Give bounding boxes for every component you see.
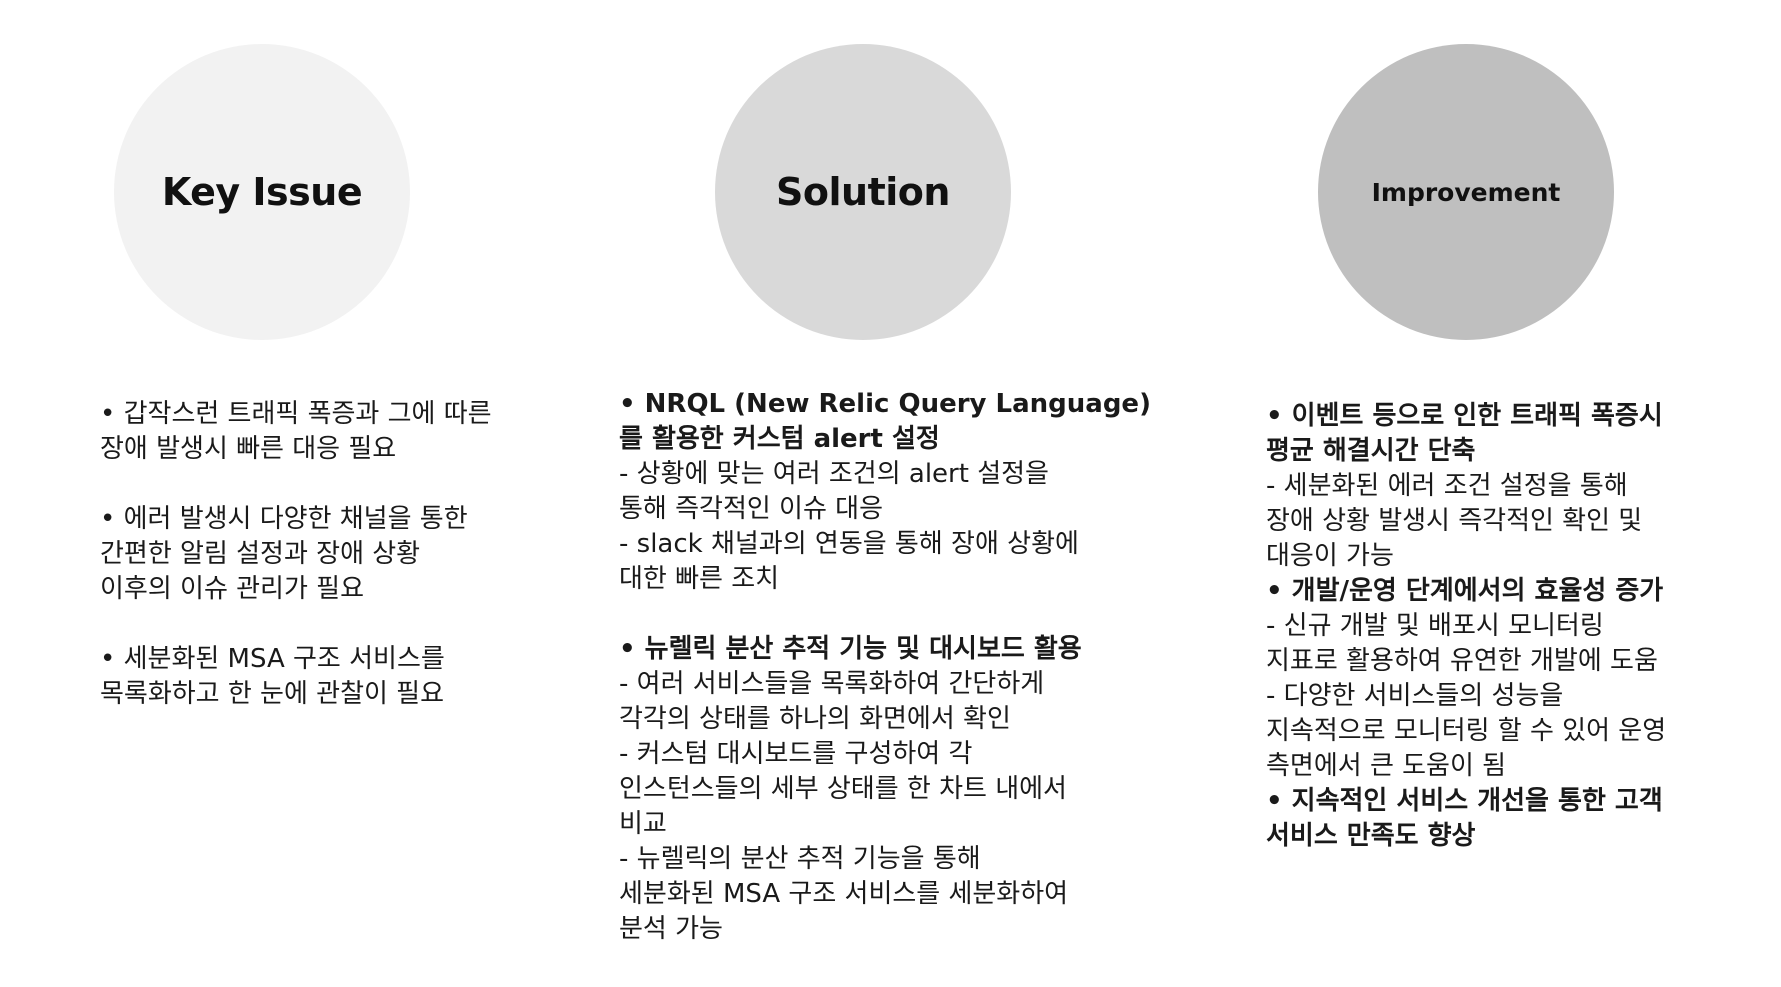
improvement-heading-2-line-1: • 개발/운영 단계에서의 효율성 증가 [1266,576,1664,606]
key-issue-point-1: • 갑작스런 트래픽 폭증과 그에 따른 장애 발생시 빠른 대응 필요 [100,397,540,467]
solution-heading-2: • 뉴렐릭 분산 추적 기능 및 대시보드 활용 [619,632,1139,667]
solution-heading-1-line-1: • NRQL (New Relic Query Language) [619,389,1151,419]
improvement-detail-1-line-3: 대응이 가능 [1266,541,1394,571]
key-issue-title: Key Issue [161,170,363,214]
solution-detail-2-line-8: 분석 가능 [619,914,723,944]
improvement-heading-1-line-1: • 이벤트 등으로 인한 트래픽 폭증시 [1266,401,1663,431]
improvement-detail-1-line-1: - 세분화된 에러 조건 설정을 통해 [1266,471,1628,501]
key-issue-circle: Key Issue [114,44,410,340]
improvement-detail-2-line-3: - 다양한 서비스들의 성능을 [1266,681,1564,711]
key-issue-point-1-line-1: • 갑작스런 트래픽 폭증과 그에 따른 [100,399,492,429]
solution-detail-2-line-3: - 커스텀 대시보드를 구성하여 각 [619,739,973,769]
solution-detail-2-line-2: 각각의 상태를 하나의 화면에서 확인 [619,704,1011,734]
solution-detail-2-line-6: - 뉴렐릭의 분산 추적 기능을 통해 [619,844,981,874]
solution-heading-1-line-2: 를 활용한 커스텀 alert 설정 [619,424,940,454]
improvement-column: • 이벤트 등으로 인한 트래픽 폭증시 평균 해결시간 단축 - 세분화된 에… [1266,399,1726,854]
solution-title: Solution [776,170,950,214]
solution-detail-2-line-7: 세분화된 MSA 구조 서비스를 세분화하여 [619,879,1069,909]
solution-detail-1-line-2: 통해 즉각적인 이슈 대응 [619,494,883,524]
solution-heading-2-line-1: • 뉴렐릭 분산 추적 기능 및 대시보드 활용 [619,634,1082,664]
improvement-detail-1: - 세분화된 에러 조건 설정을 통해 장애 상황 발생시 즉각적인 확인 및 … [1266,469,1726,574]
improvement-heading-1-line-2: 평균 해결시간 단축 [1266,436,1476,466]
improvement-title: Improvement [1371,177,1561,207]
solution-detail-2-line-1: - 여러 서비스들을 목록화하여 간단하게 [619,669,1045,699]
key-issue-column: • 갑작스런 트래픽 폭증과 그에 따른 장애 발생시 빠른 대응 필요 • 에… [100,397,540,712]
improvement-detail-2-line-1: - 신규 개발 및 배포시 모니터링 [1266,611,1604,641]
improvement-heading-1: • 이벤트 등으로 인한 트래픽 폭증시 평균 해결시간 단축 [1266,399,1726,469]
improvement-detail-2-line-2: 지표로 활용하여 유연한 개발에 도움 [1266,646,1658,676]
improvement-circle: Improvement [1318,44,1614,340]
key-issue-point-3: • 세분화된 MSA 구조 서비스를 목록화하고 한 눈에 관찰이 필요 [100,642,540,712]
improvement-detail-2: - 신규 개발 및 배포시 모니터링 지표로 활용하여 유연한 개발에 도움 -… [1266,609,1726,784]
improvement-detail-1-line-2: 장애 상황 발생시 즉각적인 확인 및 [1266,506,1643,536]
key-issue-point-3-line-1: • 세분화된 MSA 구조 서비스를 [100,644,445,674]
key-issue-point-1-line-2: 장애 발생시 빠른 대응 필요 [100,434,397,464]
solution-circle: Solution [715,44,1011,340]
solution-detail-1-line-3: - slack 채널과의 연동을 통해 장애 상황에 [619,529,1079,559]
key-issue-point-2-line-2: 간편한 알림 설정과 장애 상황 [100,539,421,569]
improvement-heading-3-line-1: • 지속적인 서비스 개선을 통한 고객 [1266,786,1663,816]
key-issue-point-3-line-2: 목록화하고 한 눈에 관찰이 필요 [100,679,445,709]
improvement-detail-2-line-5: 측면에서 큰 도움이 됨 [1266,751,1507,781]
solution-detail-2: - 여러 서비스들을 목록화하여 간단하게 각각의 상태를 하나의 화면에서 확… [619,667,1139,947]
solution-detail-2-line-4: 인스턴스들의 세부 상태를 한 차트 내에서 [619,774,1067,804]
solution-heading-1: • NRQL (New Relic Query Language) 를 활용한 … [619,387,1151,457]
improvement-detail-2-line-4: 지속적으로 모니터링 할 수 있어 운영 [1266,716,1667,746]
solution-detail-1: - 상황에 맞는 여러 조건의 alert 설정을 통해 즉각적인 이슈 대응 … [619,457,1139,597]
key-issue-point-2-line-3: 이후의 이슈 관리가 필요 [100,574,364,604]
improvement-heading-3-line-2: 서비스 만족도 향상 [1266,821,1476,851]
improvement-heading-3: • 지속적인 서비스 개선을 통한 고객 서비스 만족도 향상 [1266,784,1726,854]
improvement-heading-2: • 개발/운영 단계에서의 효율성 증가 [1266,574,1726,609]
solution-detail-1-line-4: 대한 빠른 조치 [619,564,780,594]
solution-detail-2-line-5: 비교 [619,809,667,839]
key-issue-point-2: • 에러 발생시 다양한 채널을 통한 간편한 알림 설정과 장애 상황 이후의… [100,502,540,607]
solution-detail-1-line-1: - 상황에 맞는 여러 조건의 alert 설정을 [619,459,1049,489]
solution-column: • NRQL (New Relic Query Language) 를 활용한 … [619,387,1151,947]
key-issue-point-2-line-1: • 에러 발생시 다양한 채널을 통한 [100,504,468,534]
